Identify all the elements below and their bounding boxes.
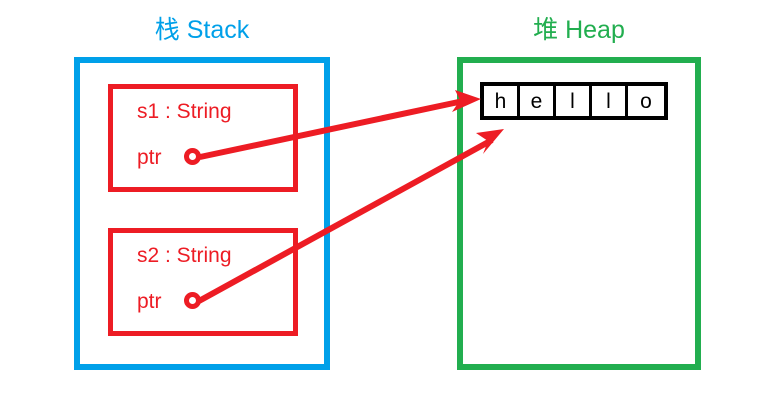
pointer-anchor-s2 (184, 292, 201, 309)
variable-s2-title: s2 : String (137, 244, 232, 267)
stack-region-title: 栈 Stack (154, 16, 250, 44)
heap-region-title: 堆 Heap (533, 16, 625, 44)
variable-s1-ptr-label: ptr (137, 146, 162, 169)
stack-variable-s2: s2 : String ptr (108, 228, 298, 336)
stack-variable-s1: s1 : String ptr (108, 84, 298, 192)
heap-char-cell: l (592, 86, 628, 116)
heap-char-cell: e (520, 86, 556, 116)
heap-string-cell-row: h e l l o (480, 82, 668, 120)
variable-s2-ptr-label: ptr (137, 290, 162, 313)
heap-char-cell: h (484, 86, 520, 116)
pointer-anchor-s1 (184, 148, 201, 165)
heap-char-cell: o (628, 86, 664, 116)
heap-char-cell: l (556, 86, 592, 116)
variable-s1-title: s1 : String (137, 100, 232, 123)
